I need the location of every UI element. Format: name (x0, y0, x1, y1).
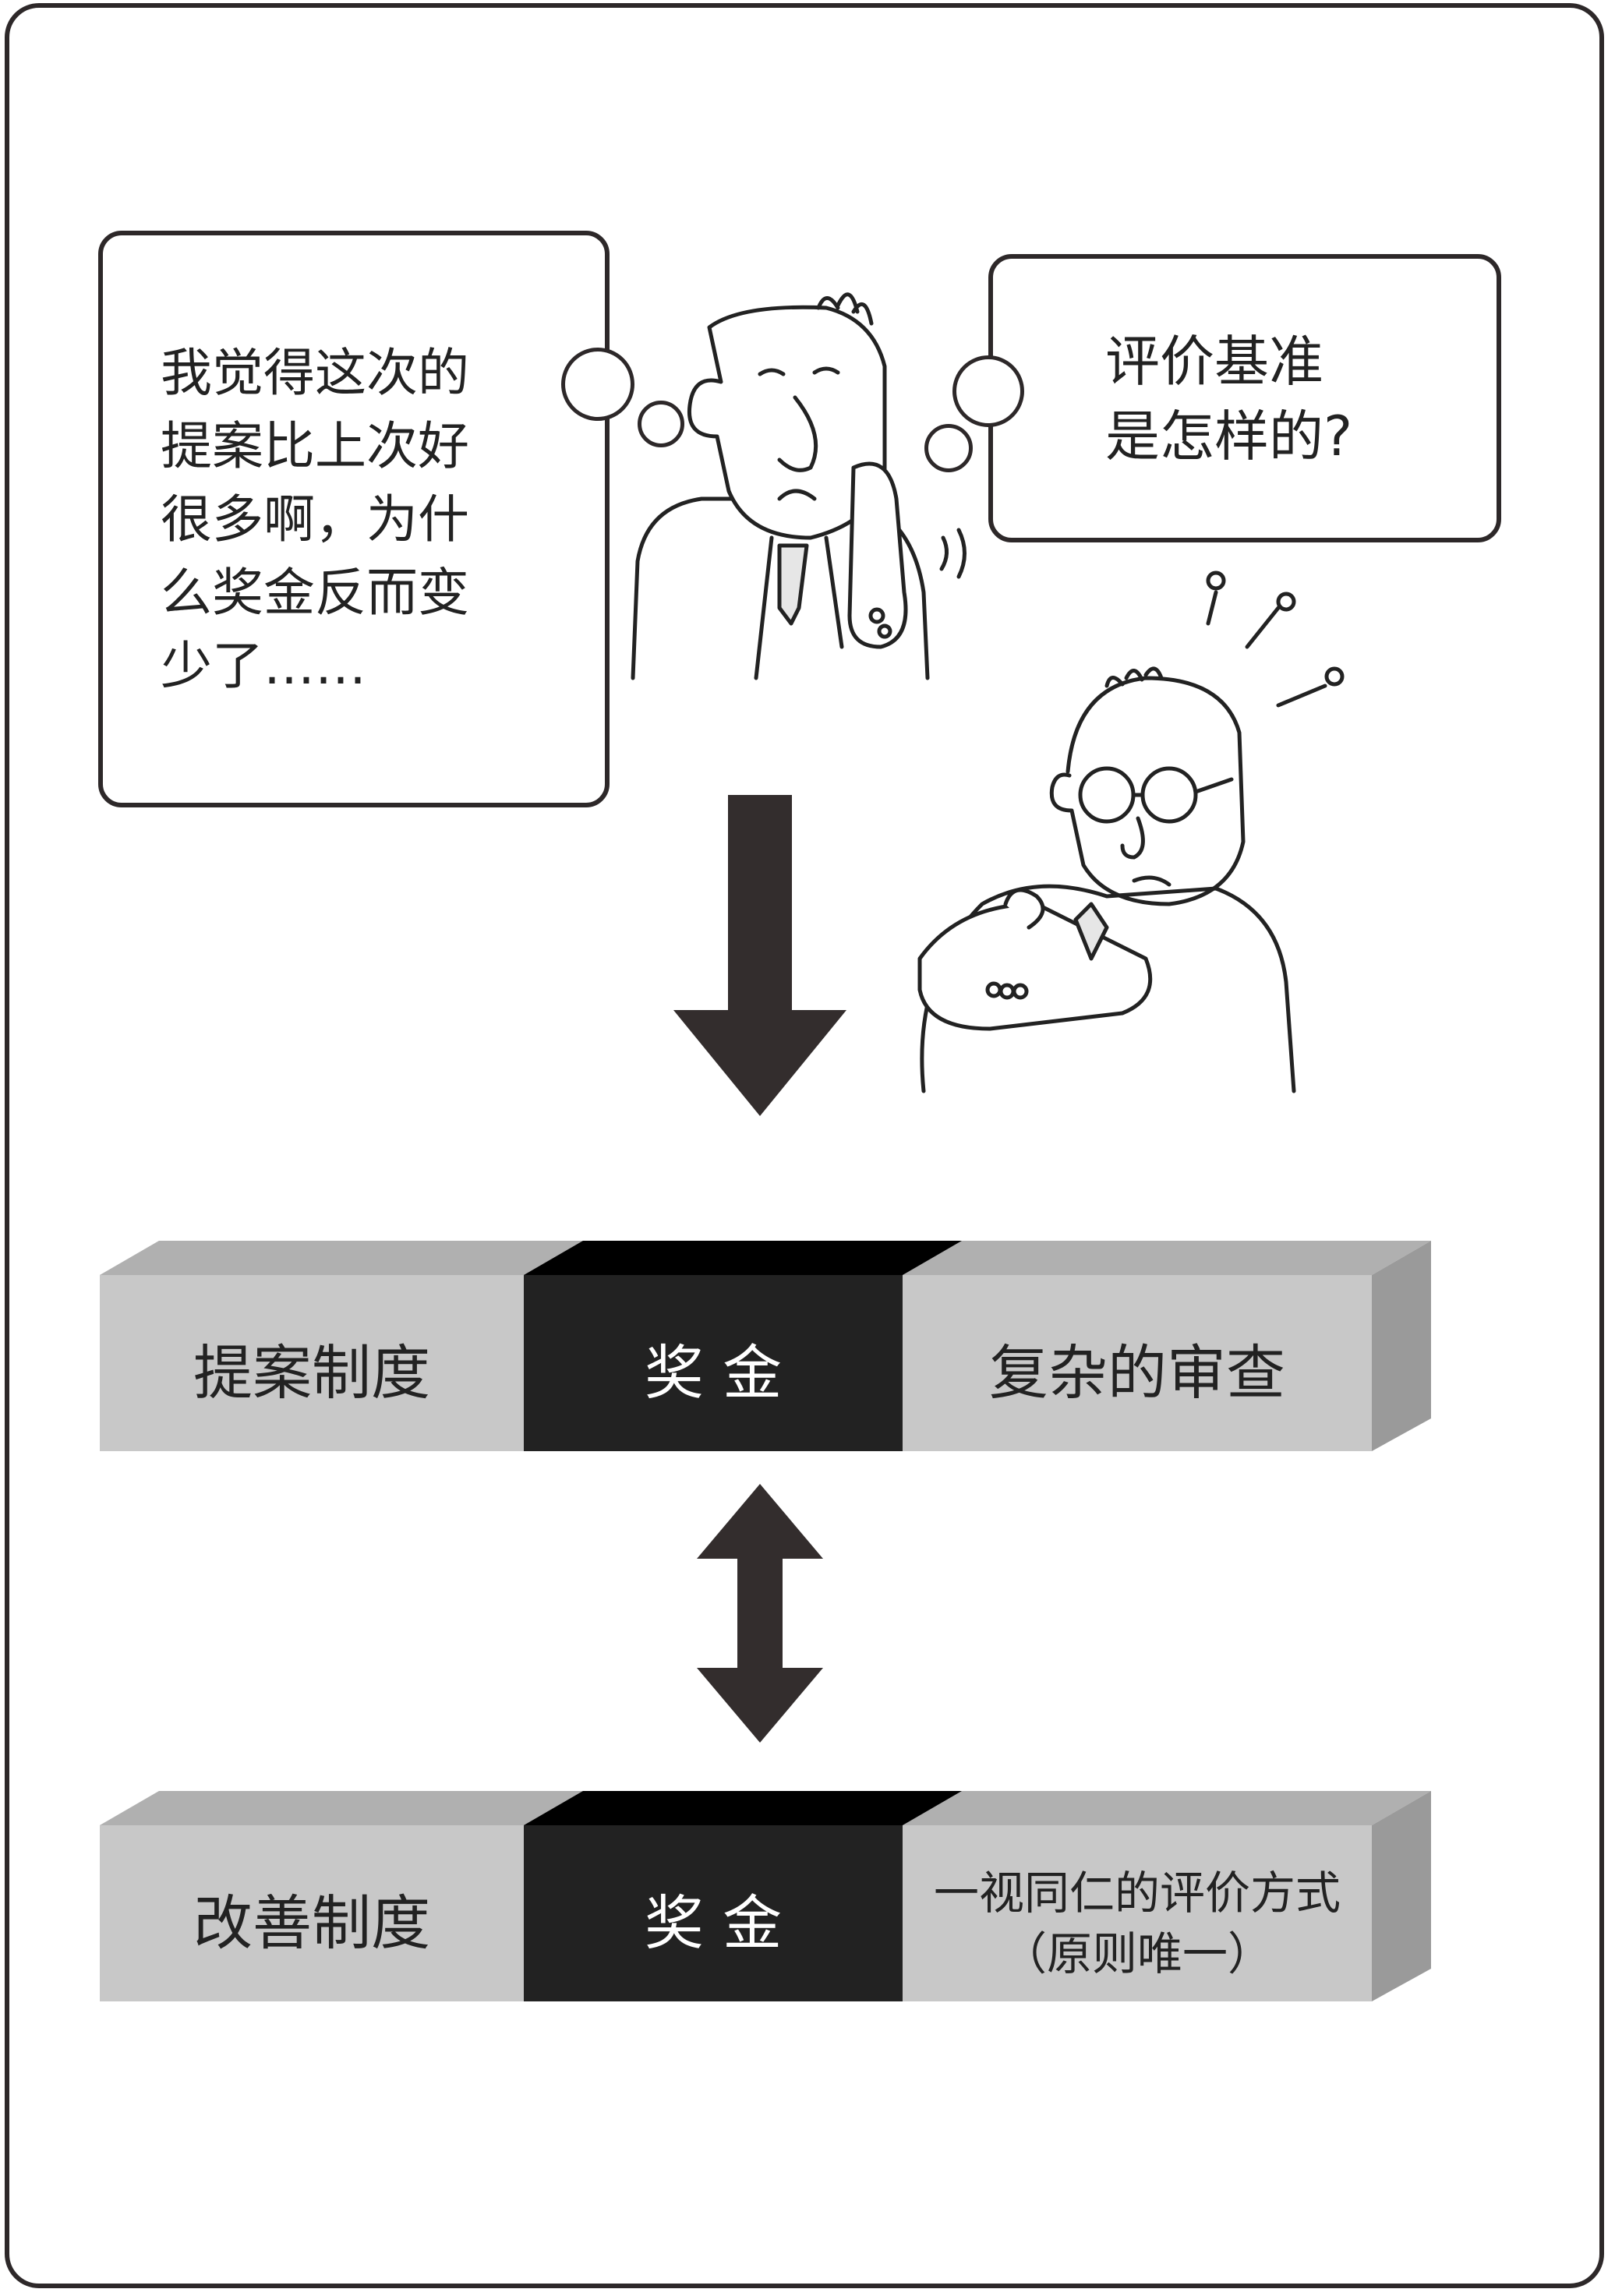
beam-bottom-middle-label: 奖 金 (644, 1888, 783, 1958)
double-arrow-shape (697, 1484, 823, 1743)
thought-bubble-left-text: 我觉得这次的 提案比上次好 很多啊，为什 么奖金反而变 少了…… (161, 337, 469, 703)
bubble-left-line-5: 少了…… (161, 636, 366, 696)
down-arrow-shape (673, 795, 846, 1116)
beam-top-left-label: 提案制度 (193, 1338, 430, 1408)
thought-bubble-right-text: 评价基准 是怎样的? (1105, 324, 1352, 474)
bubble-right-line-1: 评价基准 (1105, 330, 1323, 394)
thought-dot-left-2 (638, 401, 684, 447)
thought-bubble-right (988, 254, 1501, 542)
bubble-left-line-4: 么奖金反而变 (161, 563, 469, 623)
beam-top-right-label: 复杂的审查 (989, 1338, 1285, 1408)
beam-top-shapes (100, 1241, 1431, 1451)
thought-dot-right-1 (952, 355, 1024, 427)
page-frame (5, 3, 1604, 2288)
beam-bottom-shapes (100, 1791, 1431, 2001)
thought-dot-left-1 (561, 348, 634, 421)
beam-bottom-right-label-line-2: （原则唯一） (1001, 1927, 1273, 1980)
bubble-left-line-1: 我觉得这次的 (161, 343, 469, 403)
bubble-left-line-3: 很多啊，为什 (161, 489, 469, 549)
worried-man-illustration (631, 292, 967, 680)
beam-top-middle-label: 奖 金 (644, 1338, 783, 1408)
thought-dot-right-2 (924, 424, 973, 472)
bubble-left-line-2: 提案比上次好 (161, 416, 469, 476)
beam-bottom-left-label: 改善制度 (193, 1888, 430, 1958)
thought-bubble-left (98, 231, 610, 807)
bubble-right-line-2: 是怎样的? (1105, 404, 1353, 468)
beam-bottom-right-label-line-1: 一视同仁的评价方式 (933, 1867, 1341, 1920)
thinking-man-illustration (917, 570, 1345, 1093)
